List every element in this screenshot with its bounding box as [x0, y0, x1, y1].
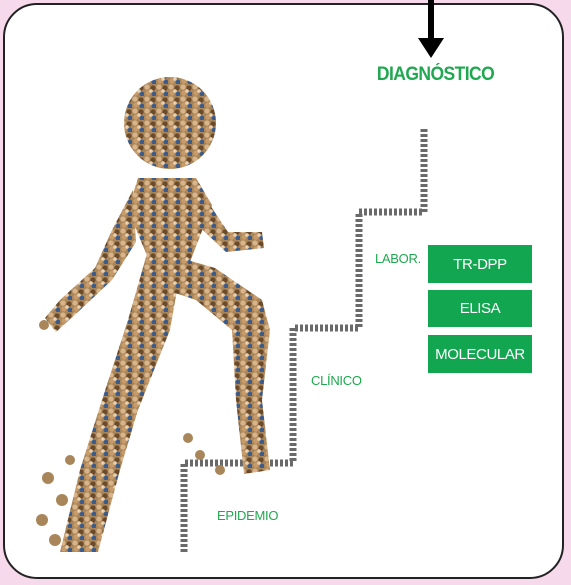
- diagnosis-title: DIAGNÓSTICO: [377, 64, 489, 86]
- crowd-figure-climbing-icon: [45, 77, 270, 552]
- test-box-tr-dpp: TR-DPP: [428, 245, 532, 283]
- step-label-epidemio: EPIDEMIO: [217, 508, 278, 523]
- step-label-labor: LABOR.: [375, 251, 421, 266]
- stairs-line: [184, 128, 424, 552]
- test-box-elisa: ELISA: [428, 290, 532, 327]
- step-label-clinico: CLÍNICO: [311, 373, 362, 388]
- down-arrow-icon: [418, 0, 444, 58]
- test-box-molecular: MOLECULAR: [428, 335, 532, 373]
